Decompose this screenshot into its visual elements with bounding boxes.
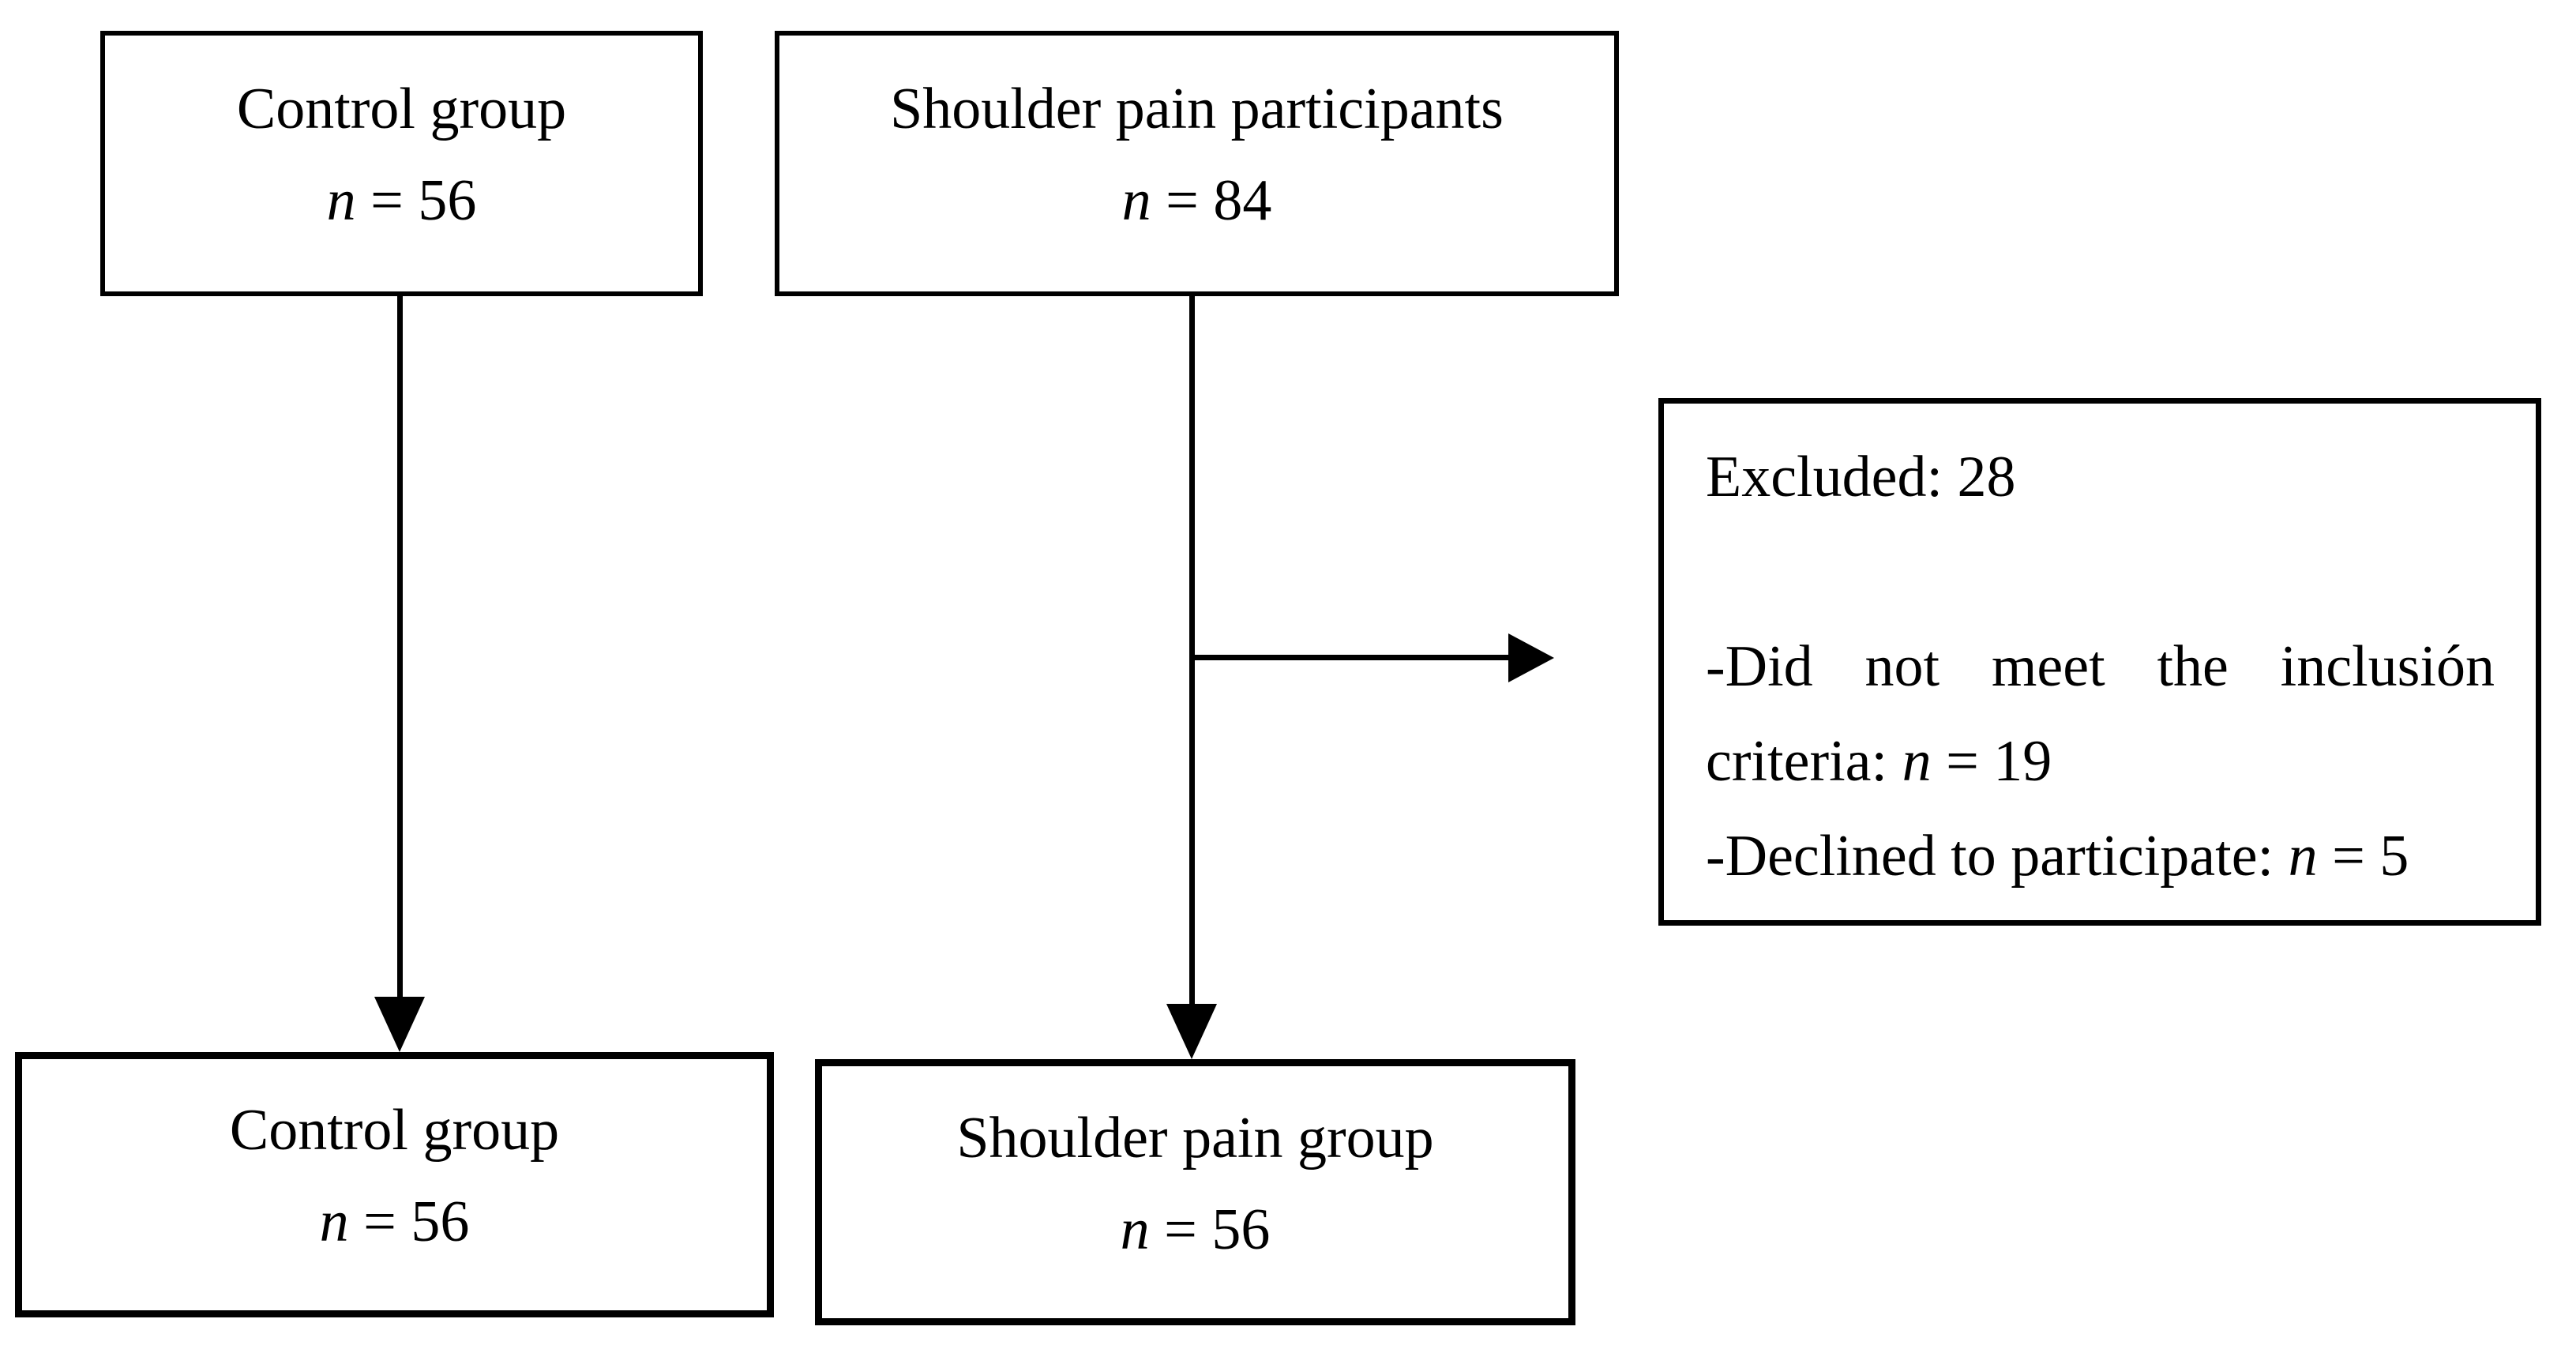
box-shoulder-participants: Shoulder pain participants n = 84 (775, 31, 1619, 296)
box-shoulder-final: Shoulder pain group n = 56 (815, 1059, 1575, 1325)
box-control-final: Control group n = 56 (15, 1052, 774, 1317)
excluded-bullet2: -Declined to participate: n = 5 (1706, 809, 2495, 904)
n-value: = 56 (348, 1189, 470, 1254)
excluded-bullet1-line2: criteria: n = 19 (1706, 714, 2495, 809)
box-control-initial: Control group n = 56 (100, 31, 703, 296)
box-control-initial-label: Control group (236, 77, 567, 141)
n-symbol: n (326, 168, 356, 233)
box-control-final-title: Control group (230, 1101, 559, 1159)
n-value: = 5 (2317, 824, 2409, 889)
n-value: = 56 (355, 168, 477, 233)
arrow-control-down-head-icon (374, 997, 425, 1052)
n-symbol: n (1120, 1197, 1150, 1262)
box-shoulder-participants-label: Shoulder pain participants (890, 77, 1504, 141)
box-control-final-label: Control group (229, 1098, 560, 1163)
box-control-final-count: n = 56 (320, 1193, 470, 1251)
box-shoulder-participants-count: n = 84 (1122, 171, 1272, 230)
excluded-bullet1-line2-text: criteria: (1706, 729, 1902, 794)
n-symbol: n (2288, 824, 2318, 889)
box-shoulder-final-label: Shoulder pain group (956, 1105, 1434, 1171)
box-shoulder-final-title: Shoulder pain group (956, 1109, 1433, 1167)
arrow-shoulder-down-line (1189, 296, 1195, 1004)
excluded-bullet1-line1-text: -Did not meet the inclusión (1706, 634, 2495, 699)
n-value: = 84 (1151, 168, 1272, 233)
box-control-initial-title: Control group (237, 80, 566, 138)
arrow-control-down-line (397, 296, 403, 997)
excluded-header: Excluded: 28 (1706, 430, 2495, 524)
box-shoulder-final-count: n = 56 (1121, 1201, 1271, 1259)
excluded-bullet2-text: -Declined to participate: (1706, 824, 2289, 889)
n-symbol: n (1902, 729, 1932, 794)
box-shoulder-participants-title: Shoulder pain participants (890, 80, 1504, 138)
box-excluded: Excluded: 28 -Did not meet the inclusión… (1658, 398, 2541, 926)
excluded-blank-line (1706, 524, 2495, 619)
excluded-bullet1-line1: -Did not meet the inclusión (1706, 619, 2495, 714)
n-symbol: n (319, 1189, 349, 1254)
excluded-header-text: Excluded: 28 (1706, 445, 2016, 509)
n-value: = 19 (1931, 729, 2052, 794)
n-value: = 56 (1149, 1197, 1271, 1262)
arrow-excluded-right-line (1191, 655, 1508, 660)
arrow-excluded-right-head-icon (1508, 633, 1554, 682)
n-symbol: n (1121, 168, 1151, 233)
arrow-shoulder-down-head-icon (1166, 1004, 1217, 1059)
box-control-initial-count: n = 56 (327, 171, 477, 230)
